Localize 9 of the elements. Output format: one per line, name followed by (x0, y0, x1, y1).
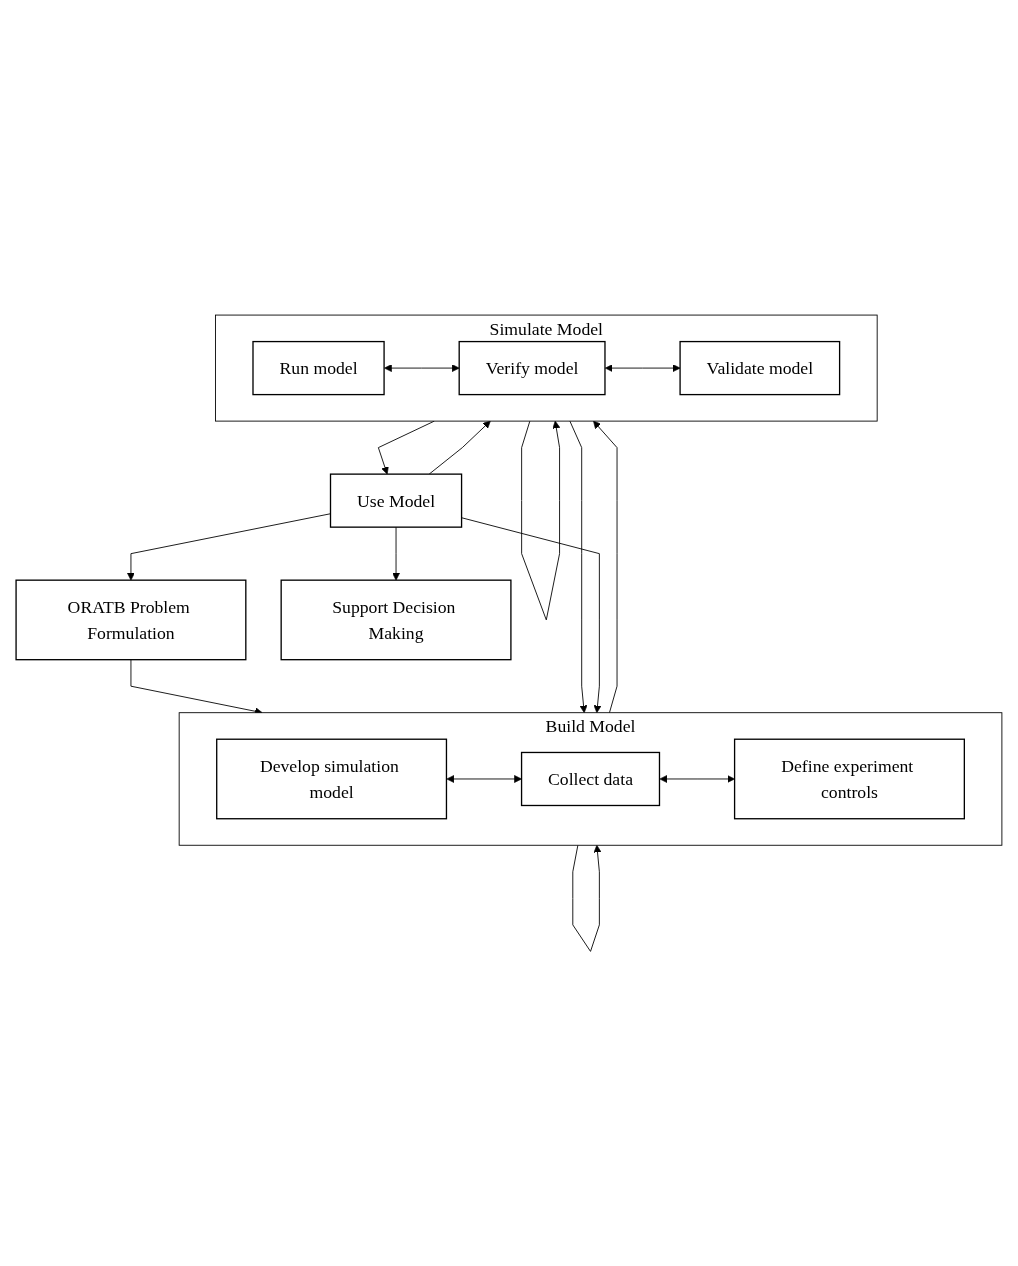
node-box: Collect data (520, 751, 661, 806)
node-box: Run model (252, 340, 385, 395)
node-box: Validate model (679, 340, 841, 395)
node-box: Support Decision Making (280, 579, 512, 661)
node-box: Verify model (458, 340, 606, 395)
node-box: Use Model (329, 473, 463, 528)
node-box: Develop simulation model (216, 738, 448, 820)
node-box: Define experiment controls (733, 738, 966, 820)
node-box: ORATB Problem Formulation (15, 579, 247, 661)
